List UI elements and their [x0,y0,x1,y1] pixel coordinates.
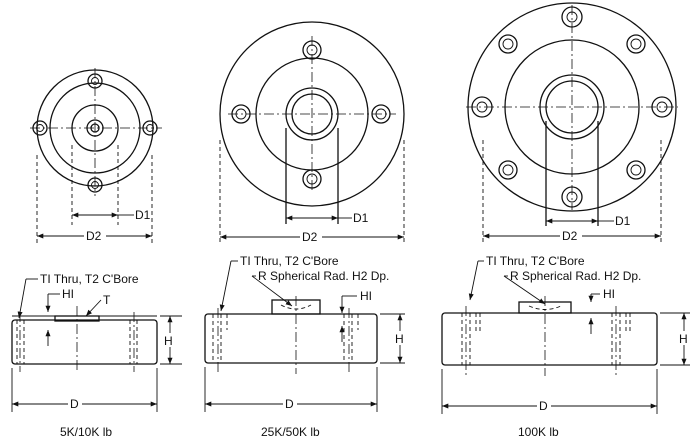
medium-h-label: H [395,332,404,346]
large-h-label: H [679,332,688,346]
large-top-view: D1 D2 [466,2,678,244]
large-d-label: D [539,399,548,413]
medium-d-label: D [285,397,294,411]
large-outer-circle [467,2,677,212]
small-d1-label: D1 [135,208,151,222]
medium-hi-label: HI [360,289,372,303]
medium-outer-circle [219,21,405,207]
large-spherical-label: R Spherical Rad. H2 Dp. [510,269,641,283]
medium-top-view: D1 D2 [219,21,405,245]
large-d1-label: D1 [615,214,631,228]
medium-spherical-label: R Spherical Rad. H2 Dp. [258,269,389,283]
small-d-label: D [70,397,79,411]
small-thru-cbore-label: TI Thru, T2 C'Bore [40,272,139,286]
large-center-hole [545,80,599,134]
medium-d1-label: D1 [353,211,369,225]
small-caption: 5K/10K lb [60,425,112,439]
small-side-view: TI Thru, T2 C'Bore HI T H D 5K/10K lb [11,272,182,439]
large-thru-cbore-label: TI Thru, T2 C'Bore [486,254,585,268]
medium-thru-cbore-label: TI Thru, T2 C'Bore [240,254,339,268]
large-d2-label: D2 [562,229,578,243]
small-top-view: D1 D2 [30,68,162,245]
small-h-label: H [164,334,173,348]
medium-caption: 25K/50K lb [261,425,320,439]
medium-d2-label: D2 [302,230,318,244]
small-t-label: T [103,293,111,307]
small-d2-label: D2 [86,229,102,243]
small-hi-label: HI [62,287,74,301]
large-hi-label: HI [603,287,615,301]
large-caption: 100K lb [518,425,559,439]
large-side-view: TI Thru, T2 C'Bore R Spherical Rad. H2 D… [441,254,691,439]
medium-side-view: TI Thru, T2 C'Bore R Spherical Rad. H2 D… [204,254,407,439]
